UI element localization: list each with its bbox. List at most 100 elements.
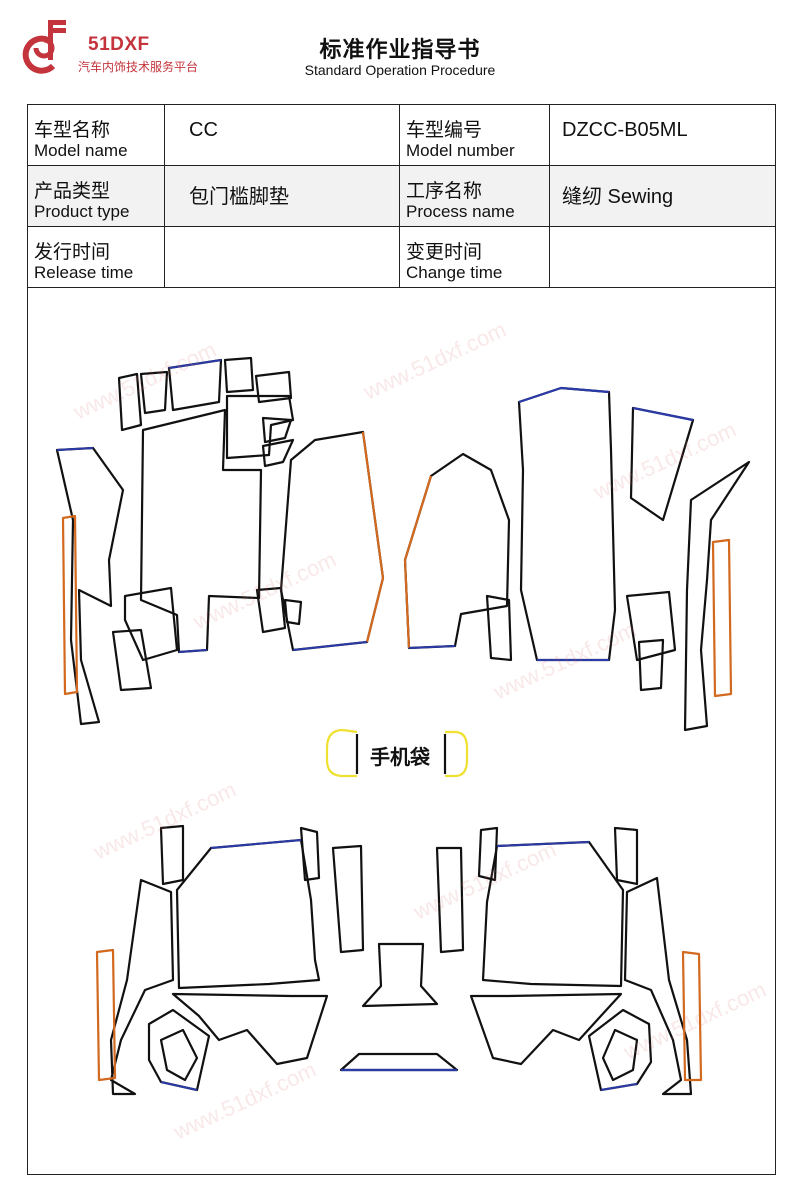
- process-name-label-en: Process name: [406, 202, 515, 221]
- product-type-label-en: Product type: [34, 202, 130, 221]
- process-name-value-text: 缝纫 Sewing: [562, 186, 674, 208]
- edge-br-top: [496, 841, 590, 847]
- change-time-value-text: [550, 227, 775, 241]
- release-time-value: [164, 226, 400, 288]
- pattern-piece-bl-top-tab: [159, 824, 185, 886]
- product-type-label-zh: 产品类型: [34, 180, 111, 202]
- blue-edge-highlights: [56, 359, 638, 1091]
- 51dxf-logo-icon: [22, 20, 66, 74]
- pattern-piece-tr-left-main: [403, 452, 511, 650]
- pattern-piece-br-arch: [587, 1008, 653, 1092]
- product-type-value: 包门槛脚垫: [164, 165, 400, 227]
- edge-tr-base: [408, 645, 456, 649]
- pattern-piece-tl-right-edge: [361, 431, 385, 643]
- product-type-value-text: 包门槛脚垫: [189, 186, 289, 208]
- pattern-piece-tr-slanted: [629, 406, 695, 522]
- pattern-piece-bl-left-edge: [95, 948, 117, 1082]
- pattern-piece-tr-left-edge: [403, 475, 433, 649]
- pattern-piece-bl-fender: [171, 992, 329, 1066]
- pattern-piece-tl-wedge: [123, 586, 179, 662]
- pattern-piece-tl-bracket: [255, 586, 287, 634]
- model-name-label-zh: 车型名称: [34, 119, 111, 141]
- pattern-piece-tr-center-edge: [518, 386, 610, 404]
- pattern-piece-tl-main: [139, 408, 263, 654]
- model-name-value: CC: [164, 104, 400, 166]
- pattern-group-bottom-left: [95, 824, 365, 1096]
- pattern-piece-br-right-strip: [623, 876, 693, 1096]
- pattern-piece-tl-curl-2: [261, 438, 295, 468]
- pattern-piece-tl-tab-4: [223, 356, 255, 394]
- change-time-label-zh: 变更时间: [406, 241, 483, 263]
- release-time-value-text: [165, 227, 399, 241]
- change-time-label-en: Change time: [406, 263, 503, 282]
- pattern-group-top-left: [55, 356, 385, 726]
- pattern-piece-tr-center: [517, 386, 617, 662]
- pattern-piece-bl-right-strip: [331, 844, 365, 954]
- pattern-piece-br-top-tab: [613, 826, 639, 886]
- pattern-piece-tr-bracket-2: [637, 638, 665, 692]
- page-subtitle: Standard Operation Procedure: [304, 62, 496, 78]
- pattern-piece-br-left-strip: [435, 846, 465, 954]
- pattern-group-bottom-right: [435, 826, 703, 1096]
- phone-pocket-label: 手机袋: [370, 745, 430, 769]
- pattern-piece-tl-left-strip: [55, 446, 125, 726]
- pattern-piece-tl-small: [111, 628, 153, 692]
- page-title: 标准作业指导书: [319, 38, 481, 63]
- pattern-piece-center-tunnel: [361, 942, 439, 1008]
- release-time-label-en: Release time: [34, 263, 134, 282]
- pattern-piece-tl-curl: [261, 416, 293, 444]
- phone-pocket-right-bracket: [445, 730, 469, 778]
- model-number-value-text: DZCC-B05ML: [562, 119, 688, 141]
- pattern-piece-br-arch-inner: [601, 1028, 639, 1082]
- pattern-diagram-area: 手机袋 www.51dxf.com www.51dxf.com www.51dx…: [27, 288, 776, 1175]
- pattern-piece-br-fender: [469, 992, 623, 1066]
- process-name-value: 缝纫 Sewing: [549, 165, 776, 227]
- model-number-label-zh: 车型编号: [406, 119, 483, 141]
- model-number-value: DZCC-B05ML: [549, 104, 776, 166]
- pattern-piece-tl-left-edge: [61, 514, 79, 696]
- process-name-label-zh: 工序名称: [406, 180, 483, 202]
- pattern-piece-tl-tab-5: [254, 370, 293, 404]
- edge-bl-bottom: [160, 1081, 198, 1091]
- pattern-piece-tr-right-edge: [711, 538, 733, 698]
- phone-pocket-left-bracket: [325, 728, 358, 778]
- pattern-piece-bl-arch: [147, 1008, 211, 1092]
- pattern-piece-tl-tab-1: [117, 372, 143, 432]
- release-time-label-zh: 发行时间: [34, 241, 111, 263]
- model-number-label-en: Model number: [406, 141, 515, 160]
- edge-tl-left: [56, 447, 94, 451]
- edge-br-bottom: [600, 1083, 638, 1091]
- pattern-piece-tl-strip: [225, 394, 295, 460]
- pattern-piece-bl-arch-inner: [159, 1028, 199, 1082]
- pattern-piece-tl-tab-2: [139, 370, 169, 415]
- edge-tl-top: [168, 359, 222, 369]
- change-time-value: [549, 226, 776, 288]
- pattern-piece-tr-slanted-edge: [632, 406, 694, 422]
- pattern-piece-br-tab-2: [477, 826, 499, 882]
- edge-tl-bottom: [178, 649, 208, 653]
- pattern-piece-tr-bracket: [485, 594, 513, 662]
- model-name-value-text: CC: [189, 119, 218, 141]
- edge-tl-base: [292, 641, 368, 651]
- pattern-piece-br-right-edge: [681, 950, 703, 1082]
- pattern-group-top-right: [403, 386, 751, 732]
- brand-logo: 51DXF 汽车内饰技术服务平台: [22, 18, 242, 78]
- pattern-piece-bl-left-strip: [109, 878, 175, 1096]
- pattern-piece-center-bottom: [339, 1052, 459, 1072]
- pattern-piece-tr-right-strip: [683, 460, 751, 732]
- model-name-label-en: Model name: [34, 141, 128, 160]
- pattern-piece-tr-wedge: [625, 590, 677, 662]
- pattern-piece-bl-main: [175, 838, 321, 990]
- edge-bl-top: [210, 839, 302, 849]
- floor-mat-pattern-diagram: [55, 356, 751, 1096]
- phone-pocket-group: [325, 728, 469, 778]
